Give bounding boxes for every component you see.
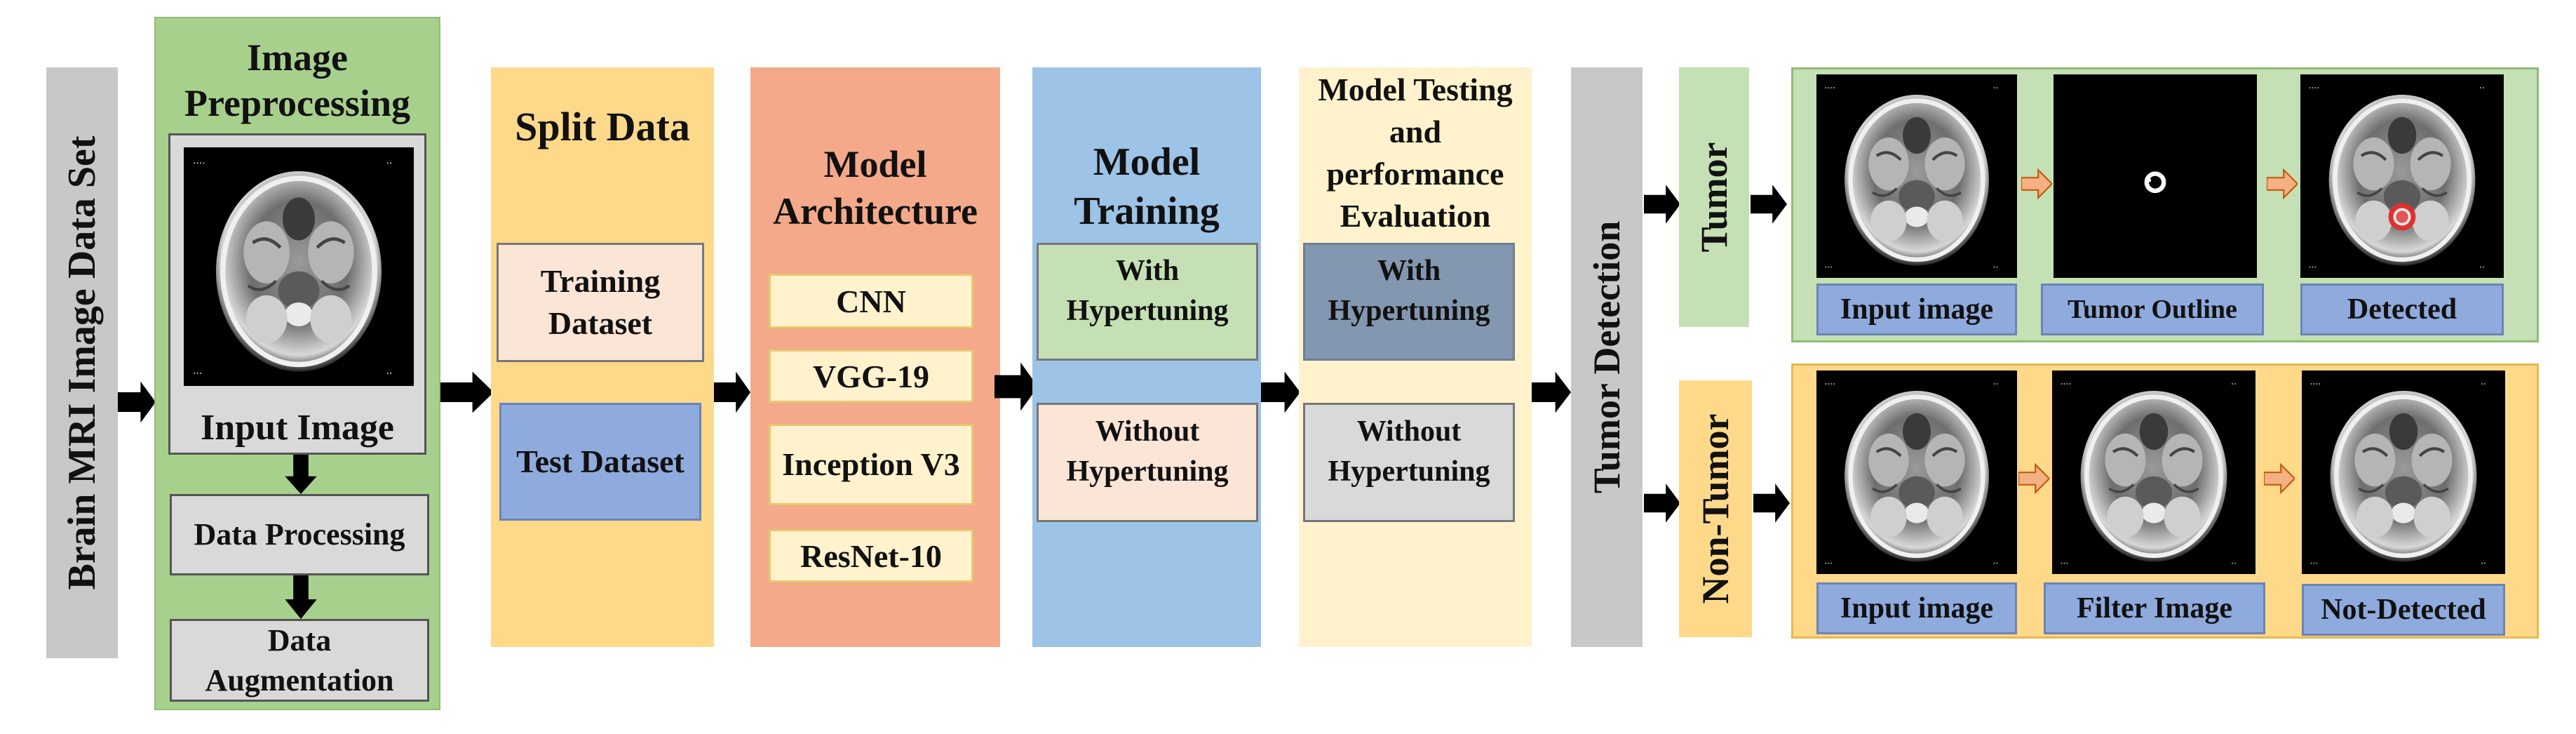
non-tumor-filter-mri [2052,371,2255,574]
arrow-non-tumor-step-2 [2264,463,2295,494]
arrow-non-tumor-step-1 [2018,463,2049,494]
model-inception-v3: Inception V3 [769,424,973,505]
training-dataset-box: Training Dataset [497,243,704,362]
training-with-hypertuning: With Hypertuning [1037,243,1258,361]
training-without-hypertuning: Without Hypertuning [1037,403,1258,522]
tumor-label-panel: Tumor [1679,67,1749,327]
model-resnet10: ResNet-10 [769,529,973,582]
non-tumor-label: Non-Tumor [1694,413,1737,604]
non-tumor-caption-filter: Filter Image [2044,582,2265,634]
arrow-tumor-step-2 [2267,168,2298,199]
arrow-tumor-step-1 [2021,168,2052,199]
arrow-architecture-to-training [994,358,1038,415]
data-processing-box: Data Processing [170,494,429,575]
dataset-panel: Brain MRI Image Data Set [46,67,118,658]
arrow-split-to-architecture [714,368,750,417]
test-dataset-box: Test Dataset [499,403,701,521]
arrow-testing-to-detection [1532,368,1571,417]
architecture-title: Model Architecture [773,142,978,233]
tumor-input-mri [1816,74,2017,278]
dataset-label: Brain MRI Image Data Set [60,135,104,590]
tumor-outline-image [2054,74,2257,278]
training-title: Model Training [1074,140,1220,233]
non-tumor-label-panel: Non-Tumor [1679,380,1752,637]
arrow-preprocessing-to-split [440,368,494,417]
data-augmentation-box: Data Augmentation [170,619,429,702]
arrow-down-2 [282,575,320,619]
arrow-down-1 [282,455,320,494]
arrow-non-tumor-to-results [1753,480,1790,526]
model-vgg19: VGG-19 [769,349,973,403]
split-title: Split Data [515,103,690,149]
input-image-label: Input Image [201,407,394,448]
testing-title: Model Testing and performance Evaluation [1318,72,1513,234]
tumor-caption-input: Input image [1816,283,2017,335]
arrow-detection-to-tumor [1644,181,1680,227]
tumor-caption-outline: Tumor Outline [2041,283,2264,335]
non-tumor-caption-not-detected: Not-Detected [2302,584,2505,636]
arrow-detection-to-non-tumor [1644,480,1680,526]
tumor-label: Tumor [1693,142,1735,253]
non-tumor-input-mri [1816,371,2017,574]
arrow-dataset-to-preprocessing [118,378,156,427]
tumor-caption-detected: Detected [2300,283,2504,335]
non-tumor-result-mri [2302,371,2505,574]
testing-without-hypertuning: Without Hypertuning [1303,403,1515,522]
model-cnn: CNN [769,274,973,328]
non-tumor-caption-input: Input image [1816,582,2017,634]
detection-label: Tumor Detection [1586,220,1628,494]
testing-with-hypertuning: With Hypertuning [1303,243,1515,361]
tumor-detected-mri [2300,74,2504,278]
detection-panel: Tumor Detection [1571,67,1643,647]
input-mri-image [184,147,414,386]
preprocessing-title: Image Preprocessing [184,36,410,124]
arrow-training-to-testing [1261,368,1300,417]
arrow-tumor-to-results [1751,181,1787,227]
